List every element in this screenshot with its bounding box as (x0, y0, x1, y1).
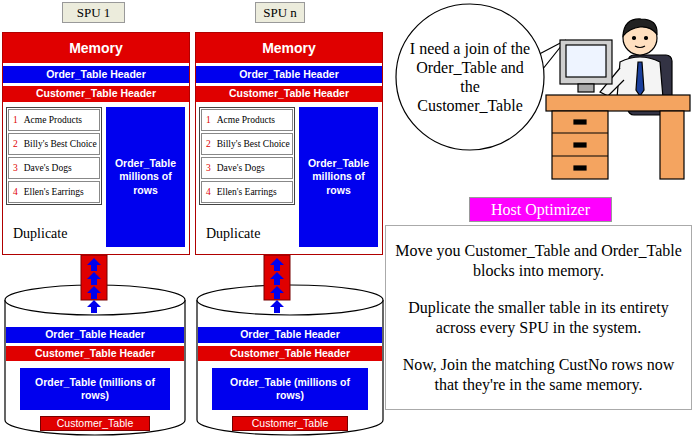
node-text: SPU n (263, 5, 297, 21)
node-text: Order_Table millions of rows (303, 157, 374, 196)
node-text: Order_Table Header (46, 68, 146, 81)
processor-tab: SPU 1 (62, 2, 125, 23)
table-block: Customer_Table (232, 416, 348, 431)
memory-panel: MemoryDuplicate Order_Table HeaderCustome… (195, 32, 383, 255)
node-text: Move you Customer_Table and Order_Table … (394, 241, 683, 279)
header-band: Order_Table Header (6, 327, 184, 343)
speech-bubble: I need a join of the Order_Table and the… (395, 3, 545, 151)
row-number: 4 (13, 187, 18, 197)
table-row: 4 Ellen's Earrings (8, 181, 100, 203)
person-illustration (546, 19, 690, 179)
row-number: 2 (206, 139, 211, 149)
table-row: 2 Billy's Best Choice (8, 133, 100, 155)
row-number: 1 (206, 115, 211, 125)
header-band: Customer_Table Header (3, 86, 189, 102)
table-row: 1 Acme Products (8, 109, 100, 131)
transfer-arrows (264, 255, 290, 313)
memory-panel: MemoryDuplicate Order_Table HeaderCustome… (2, 32, 190, 255)
node-text: Memory (196, 33, 382, 63)
table-row: 1 Acme Products (201, 109, 293, 131)
table-block: Order_Table (millions of rows) (20, 368, 170, 410)
bubble-outline (395, 3, 545, 151)
row-number: 4 (206, 187, 211, 197)
node-text: Host Optimizer (491, 201, 590, 219)
node-text: I need a join of the Order_Table and the… (409, 39, 531, 116)
annotation-label: Duplicate (206, 226, 260, 242)
row-number: 3 (206, 163, 211, 173)
table-row: 3 Dave's Dogs (201, 157, 293, 179)
processor-tab: SPU n (255, 2, 305, 23)
header-band: Order_Table Header (198, 327, 382, 343)
row-number: 1 (13, 115, 18, 125)
row-number: 2 (13, 139, 18, 149)
node-text: Order_Table Header (240, 328, 340, 341)
table-block: Order_Table millions of rows (299, 107, 378, 247)
node-text: Customer_Table (57, 417, 133, 430)
node-text: Order_Table Header (45, 328, 145, 341)
disk-cylinder (197, 285, 383, 435)
table-block: Order_Table (millions of rows) (212, 368, 368, 410)
row-name: Billy's Best Choice (217, 139, 290, 149)
row-name: Dave's Dogs (217, 163, 265, 173)
row-name: Ellen's Earrings (24, 187, 84, 197)
row-name: Billy's Best Choice (24, 139, 97, 149)
table-row: 2 Billy's Best Choice (201, 133, 293, 155)
table-row: 3 Dave's Dogs (8, 157, 100, 179)
table-block: Customer_Table (40, 416, 150, 431)
title-box: Host Optimizer (469, 197, 612, 222)
header-band: Order_Table Header (196, 66, 382, 83)
node-text: Order_Table Header (239, 68, 339, 81)
node-text: Order_Table millions of rows (110, 157, 181, 196)
node-text: Customer_Table (252, 417, 328, 430)
row-number: 3 (13, 163, 18, 173)
node-text: Order_Table (millions of rows) (24, 376, 166, 402)
header-band: Order_Table Header (3, 66, 189, 83)
table-block: Order_Table millions of rows (106, 107, 185, 247)
row-name: Dave's Dogs (24, 163, 72, 173)
row-name: Acme Products (24, 115, 82, 125)
node-text: Customer_Table Header (36, 87, 156, 100)
annotation-label: Duplicate (13, 226, 67, 242)
header-band: Customer_Table Header (196, 86, 382, 102)
header-band: Customer_Table Header (6, 346, 184, 361)
row-name: Ellen's Earrings (217, 187, 277, 197)
node-text: SPU 1 (77, 5, 111, 21)
table-row: 4 Ellen's Earrings (201, 181, 293, 203)
node-text: Now, Join the matching CustNo rows now t… (394, 355, 683, 393)
disk-cylinder (5, 285, 185, 435)
node-text: Customer_Table Header (229, 87, 349, 100)
row-name: Acme Products (217, 115, 275, 125)
transfer-arrows (81, 255, 107, 313)
node-text: Memory (3, 33, 189, 63)
node-text: Customer_Table Header (230, 347, 350, 360)
node-text: Order_Table (millions of rows) (216, 376, 364, 402)
header-band: Customer_Table Header (198, 346, 382, 361)
node-text: Duplicate the smaller table in its entir… (394, 298, 683, 336)
note-box: Move you Customer_Table and Order_Table … (385, 225, 692, 410)
node-text: Customer_Table Header (35, 347, 155, 360)
